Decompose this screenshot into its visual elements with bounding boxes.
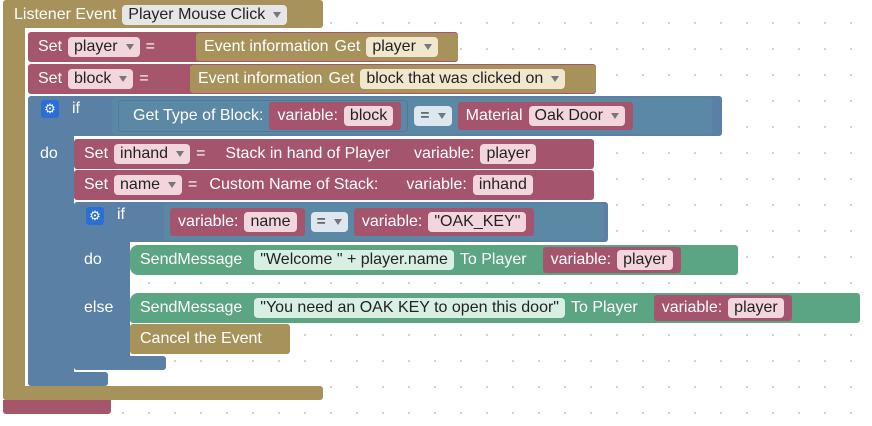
compare-operator-dropdown[interactable]: =: [310, 212, 348, 232]
get-label: Get: [334, 38, 361, 55]
variable-oak-key-ref[interactable]: variable: "OAK_KEY": [353, 208, 535, 236]
set-name-var-dropdown[interactable]: name: [114, 175, 183, 195]
variable-label: variable:: [413, 145, 475, 162]
set-keyword: Set: [84, 145, 109, 162]
variable-player-field[interactable]: player: [617, 250, 673, 270]
compare-operator-dropdown[interactable]: =: [414, 106, 452, 126]
set-keyword: Set: [38, 70, 63, 87]
set-block-block[interactable]: Set block = Event information Get block …: [28, 64, 596, 94]
variable-block-ref[interactable]: variable: block: [269, 102, 402, 130]
equals-sign: =: [188, 176, 198, 193]
if-keyword: if: [117, 206, 125, 223]
event-info-block-dropdown[interactable]: block that was clicked on: [360, 69, 566, 89]
send-message-label: SendMessage: [140, 299, 243, 316]
send-message-welcome-block[interactable]: SendMessage "Welcome " + player.name To …: [130, 245, 738, 275]
if-keyword: if: [72, 100, 80, 117]
if-block-spine: [28, 120, 74, 386]
variable-player-ref[interactable]: variable: player: [405, 141, 545, 167]
get-type-label: Get Type of Block:: [133, 107, 264, 124]
trailing-block-edge: [3, 400, 111, 414]
gear-icon[interactable]: ⚙: [86, 207, 104, 225]
variable-name-ref[interactable]: variable: name: [170, 208, 305, 236]
if-block-footer: [28, 372, 108, 386]
equals-sign: =: [139, 70, 149, 87]
to-player-label: To Player: [570, 299, 638, 316]
variable-oak-key-field[interactable]: "OAK_KEY": [428, 212, 527, 232]
variable-player-ref[interactable]: variable: player: [653, 295, 792, 321]
listener-event-footer: [3, 386, 323, 400]
variable-label: variable:: [550, 251, 612, 268]
condition2-compare-block[interactable]: variable: name = variable: "OAK_KEY": [164, 204, 604, 240]
variable-name-field[interactable]: name: [244, 212, 297, 232]
if2-block-footer: [74, 356, 166, 370]
event-info-block[interactable]: Event information Get block that was cli…: [190, 65, 596, 93]
listener-event-dropdown[interactable]: Player Mouse Click: [122, 5, 288, 25]
to-player-label: To Player: [459, 251, 527, 268]
set-keyword: Set: [84, 176, 109, 193]
set-player-var-dropdown[interactable]: player: [68, 37, 140, 57]
event-info-label: Event information: [198, 70, 323, 87]
variable-label: variable:: [277, 107, 338, 124]
variable-player-field[interactable]: player: [728, 298, 784, 318]
equals-sign: =: [196, 145, 206, 162]
listener-event-spine: [3, 20, 25, 400]
material-label: Material: [465, 107, 523, 124]
cancel-event-block[interactable]: Cancel the Event: [130, 324, 290, 354]
message-text-field[interactable]: "Welcome " + player.name: [254, 250, 454, 270]
custom-name-label: Custom Name of Stack:: [209, 176, 379, 193]
get-type-of-block[interactable]: Get Type of Block: variable: block: [118, 100, 409, 132]
if2-block-spine: [74, 230, 130, 370]
condition-compare-block[interactable]: Get Type of Block: variable: block = Mat…: [112, 98, 712, 134]
set-block-var-dropdown[interactable]: block: [68, 69, 134, 89]
stack-in-hand-label: Stack in hand of Player: [225, 145, 390, 162]
do-keyword: do: [40, 145, 58, 162]
event-info-player[interactable]: Event information Get player: [196, 33, 458, 61]
cancel-event-label: Cancel the Event: [140, 330, 262, 347]
message-text-field[interactable]: "You need an OAK KEY to open this door": [254, 298, 565, 318]
material-dropdown[interactable]: Oak Door: [528, 106, 625, 126]
set-keyword: Set: [38, 38, 63, 55]
variable-player-field[interactable]: player: [480, 144, 537, 164]
set-name-block[interactable]: Set name = Custom Name of Stack: variabl…: [74, 170, 594, 200]
get-label: Get: [328, 70, 355, 87]
variable-label: variable:: [406, 176, 467, 193]
else-keyword: else: [84, 299, 114, 316]
listener-label: Listener Event: [14, 6, 117, 23]
material-block[interactable]: Material Oak Door: [457, 102, 633, 130]
variable-inhand-field[interactable]: inhand: [472, 175, 533, 195]
variable-label: variable:: [178, 213, 239, 230]
event-info-player-dropdown[interactable]: player: [366, 37, 438, 57]
do-keyword: do: [84, 251, 102, 268]
set-player-block[interactable]: Set player = Event information Get playe…: [28, 32, 458, 62]
equals-sign: =: [145, 38, 155, 55]
variable-inhand-ref[interactable]: variable: inhand: [398, 172, 541, 198]
variable-label: variable:: [661, 299, 723, 316]
send-message-label: SendMessage: [140, 251, 243, 268]
variable-label: variable:: [361, 213, 423, 230]
listener-header: Listener Event Player Mouse Click: [6, 2, 295, 28]
set-inhand-var-dropdown[interactable]: inhand: [114, 144, 191, 164]
variable-player-ref[interactable]: variable: player: [542, 247, 681, 273]
send-message-need-key-block[interactable]: SendMessage "You need an OAK KEY to open…: [130, 293, 860, 323]
gear-icon[interactable]: ⚙: [41, 100, 59, 118]
variable-block-field[interactable]: block: [343, 106, 394, 126]
set-inhand-block[interactable]: Set inhand = Stack in hand of Player var…: [74, 139, 594, 169]
event-info-label: Event information: [204, 38, 329, 55]
